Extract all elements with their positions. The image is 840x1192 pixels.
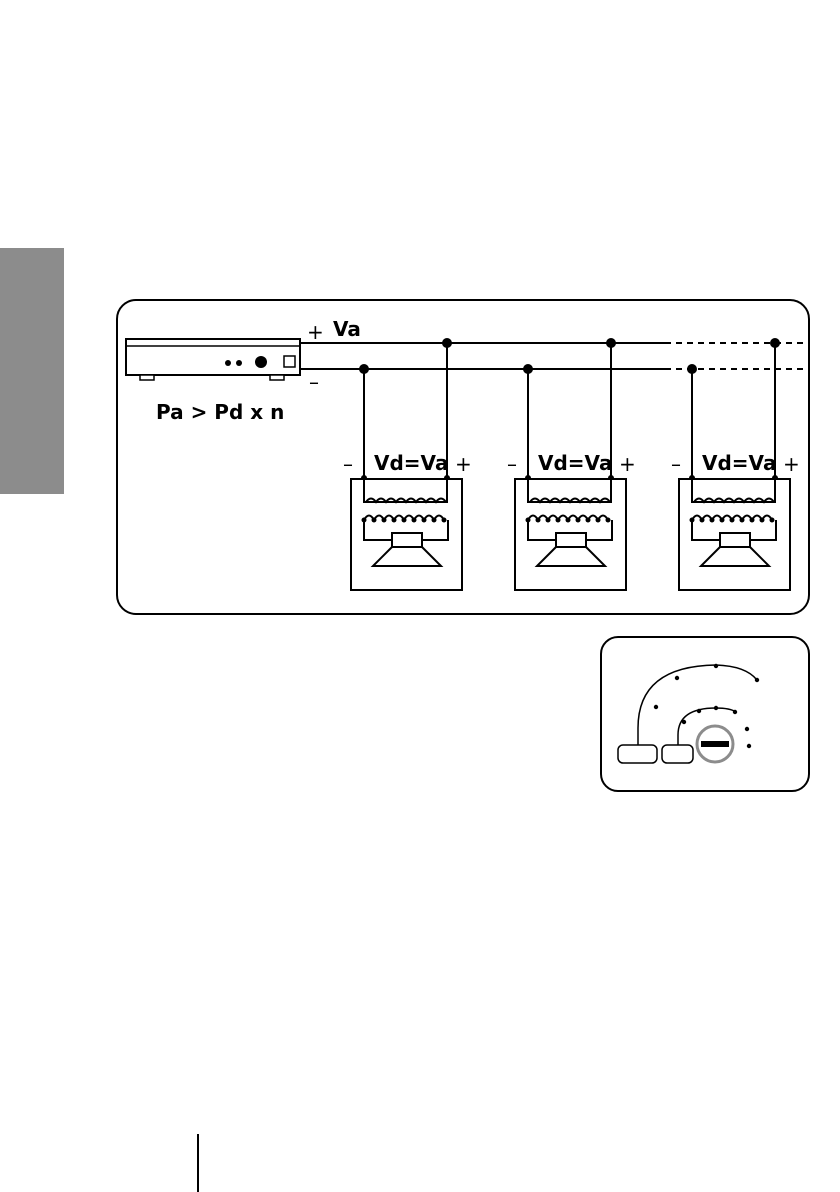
speaker-3-label: Vd=Va	[702, 451, 776, 475]
amp-minus-label: –	[309, 370, 319, 394]
speaker-2-plus: +	[619, 452, 636, 476]
speaker-2-minus: –	[507, 452, 517, 476]
speaker-1-minus: –	[343, 452, 353, 476]
speaker-1-plus: +	[455, 452, 472, 476]
bus-lines	[300, 343, 810, 369]
speaker-1-label: Vd=Va	[374, 451, 448, 475]
amplifier-icon	[126, 339, 300, 380]
speaker-3-minus: –	[671, 452, 681, 476]
amp-formula: Pa > Pd x n	[156, 400, 284, 424]
line-voltage-label: Va	[333, 317, 361, 341]
speaker-2-label: Vd=Va	[538, 451, 612, 475]
tap-selector-icon	[618, 664, 759, 763]
speaker-3-plus: +	[783, 452, 800, 476]
amp-plus-label: +	[307, 320, 324, 344]
